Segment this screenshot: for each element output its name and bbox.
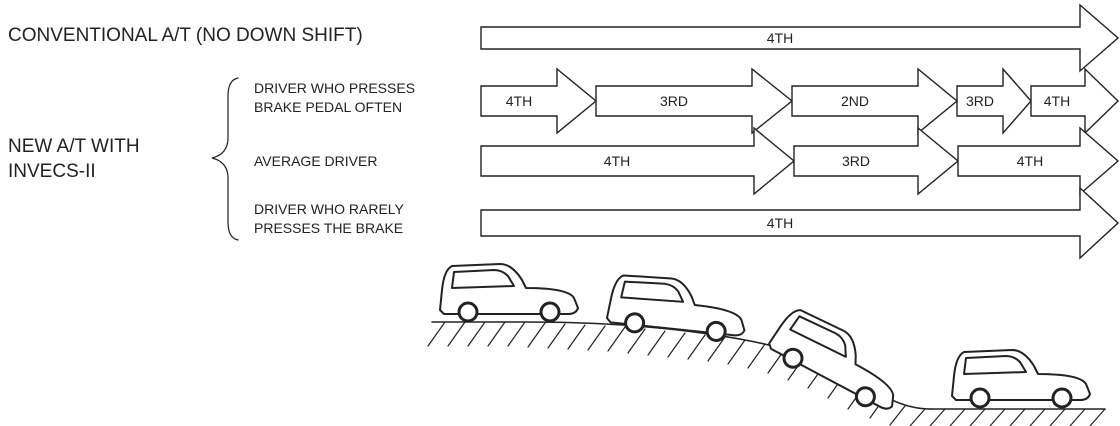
brake-often-gear-4: 3RD: [966, 93, 994, 109]
brake-often-gear-5: 4TH: [1044, 93, 1070, 109]
group-brace: [212, 78, 238, 240]
group-label-line1: NEW A/T WITH: [8, 136, 140, 157]
rarely-label-line2: PRESSES THE BRAKE: [254, 220, 403, 236]
brake-often-arrow-1: [481, 69, 596, 133]
conventional-label: CONVENTIONAL A/T (NO DOWN SHIFT): [8, 25, 363, 46]
car-4: [952, 350, 1090, 407]
rarely-gear-4th: 4TH: [767, 215, 793, 231]
conventional-gear-4th: 4TH: [767, 30, 793, 46]
brake-often-arrow-2: [596, 69, 792, 133]
brake-often-gear-2: 3RD: [660, 93, 688, 109]
brake-often-label-line1: DRIVER WHO PRESSES: [254, 80, 415, 96]
average-label: AVERAGE DRIVER: [254, 153, 377, 169]
rarely-arrow: [481, 188, 1118, 258]
rarely-label-line1: DRIVER WHO RARELY: [254, 201, 405, 217]
average-gear-3: 4TH: [1017, 153, 1043, 169]
brake-often-gear-1: 4TH: [506, 93, 532, 109]
car-2: [606, 272, 749, 343]
brake-often-arrow-3: [792, 69, 957, 133]
brake-often-label-line2: BRAKE PEDAL OFTEN: [254, 99, 402, 115]
average-gear-1: 4TH: [604, 153, 630, 169]
brake-often-gear-3: 2ND: [841, 93, 869, 109]
conventional-arrow: [481, 5, 1118, 71]
group-label-line2: INVECS-II: [8, 161, 96, 182]
average-gear-2: 3RD: [842, 153, 870, 169]
car-3: [764, 303, 913, 418]
car-1: [440, 264, 578, 321]
average-arrow-1: [481, 128, 794, 194]
average-arrow-2: [794, 128, 958, 194]
hill-illustration: [428, 264, 1105, 426]
brake-often-arrows: [481, 69, 1118, 133]
